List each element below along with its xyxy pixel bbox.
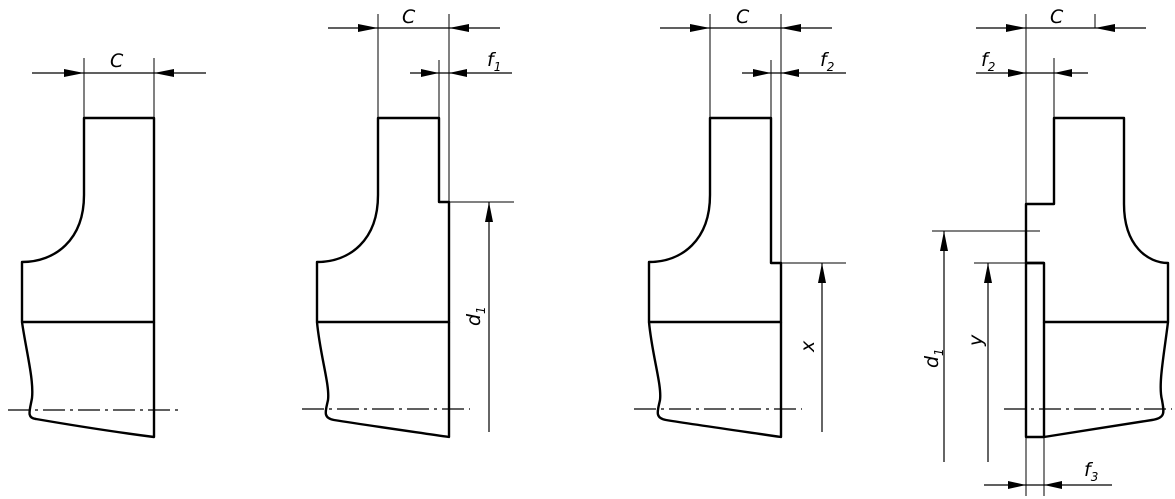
figure-4-f3-arrow-right (1044, 481, 1062, 489)
figure-1-c-arrow-right (154, 69, 174, 77)
figure-4-f2-arrow-left (1008, 69, 1026, 77)
figure-1-hatched-section (20, 116, 156, 324)
figure-4-y-label: y (965, 334, 987, 347)
figure-4-c-arrow-left (1006, 24, 1026, 32)
figure-3-body-outline (647, 321, 783, 439)
figure-4-f2-label: f2 (981, 49, 995, 74)
figure-3-c-arrow-left (690, 24, 710, 32)
figure-1-flat-face: C (8, 50, 206, 439)
figure-4-female-face: C f2 d1 y f3 (921, 6, 1172, 496)
figure-3-hatched-section (647, 116, 783, 324)
figure-3-c-label: C (736, 6, 750, 28)
figure-4-spigot-outline (1024, 261, 1044, 439)
figure-3-x-label: x (797, 340, 819, 353)
figure-4-d1-arrow (940, 231, 948, 251)
figure-1-c-arrow-left (64, 69, 84, 77)
figure-1-c-label: C (110, 50, 124, 72)
figure-2-d1-label: d1 (463, 306, 488, 326)
figure-3-c-arrow-right (781, 24, 801, 32)
figure-2-c-arrow-right (449, 24, 469, 32)
figure-2-f1-arrow-left (421, 69, 439, 77)
figure-4-d1-label: d1 (921, 348, 946, 368)
figure-1-body-outline (20, 321, 156, 439)
figure-4-body-outline (1042, 321, 1170, 439)
figure-2-d1-arrow (485, 202, 493, 222)
figure-2-c-arrow-left (358, 24, 378, 32)
figure-2-f1-arrow-right (449, 69, 467, 77)
figure-2-hatched-section (315, 116, 451, 324)
figure-4-c-arrow-right (1095, 24, 1115, 32)
figure-3-male-face: C f2 x (634, 6, 846, 439)
figure-3-f2-label: f2 (820, 49, 834, 74)
figure-2-c-label: C (402, 6, 416, 28)
figure-4-f3-label: f3 (1084, 459, 1098, 484)
figure-3-x-arrow (818, 263, 826, 283)
figure-2-body-outline (315, 321, 451, 439)
figure-4-y-arrow (984, 263, 992, 283)
figure-4-hatched-section (1024, 116, 1170, 324)
figure-3-f2-arrow-left (753, 69, 771, 77)
figure-4-f3-arrow-left (1008, 481, 1026, 489)
figure-4-f2-arrow-right (1054, 69, 1072, 77)
figure-2-f1-label: f1 (487, 49, 501, 74)
figure-2-raised-face: C f1 d1 (302, 6, 514, 439)
figure-4-c-label: C (1050, 6, 1064, 28)
figure-3-f2-arrow-right (781, 69, 799, 77)
